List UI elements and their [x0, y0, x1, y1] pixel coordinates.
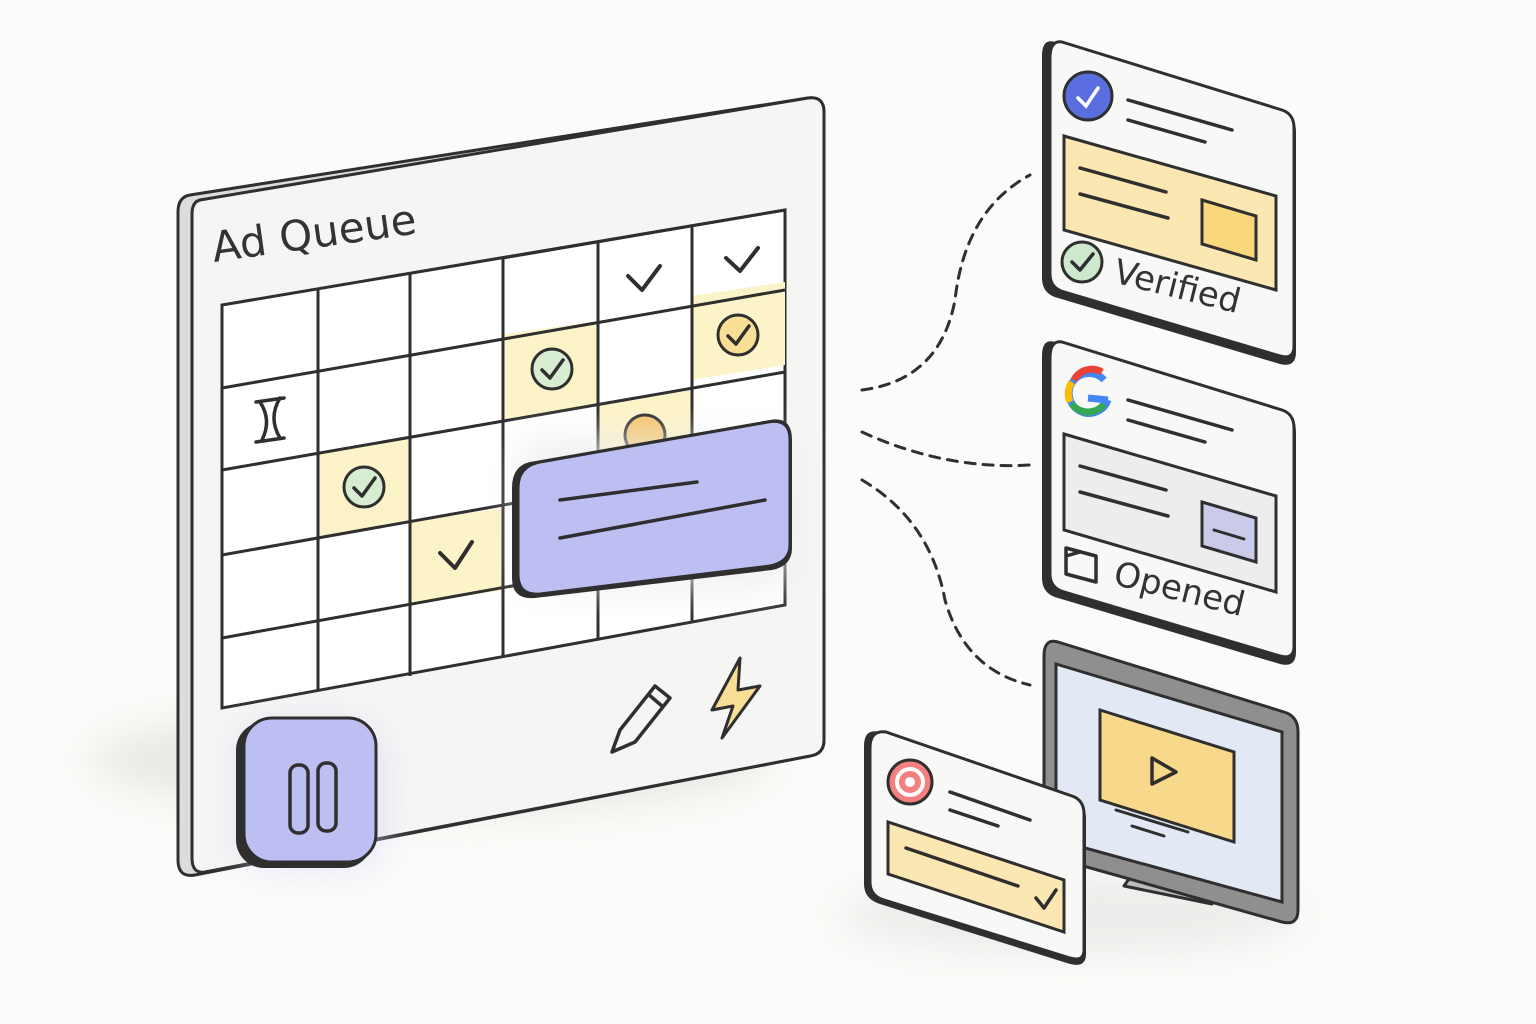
pencil-icon[interactable] — [610, 684, 672, 754]
pause-button[interactable] — [236, 716, 380, 868]
check-circle-icon — [1060, 240, 1104, 284]
connector-lines — [860, 173, 1032, 687]
checkmark-icon — [1034, 888, 1058, 910]
check-circle-icon — [530, 347, 574, 391]
ad-queue-panel: Ad Queue — [176, 96, 826, 877]
verified-card[interactable]: Verified — [1042, 40, 1296, 365]
check-icon — [626, 264, 662, 292]
social-ad-card[interactable] — [864, 730, 1086, 965]
monitor-device — [1042, 639, 1300, 925]
verified-badge-icon — [1062, 70, 1114, 122]
grid-cell-highlight — [410, 508, 503, 605]
check-circle-icon — [342, 465, 386, 509]
check-circle-icon — [716, 313, 760, 357]
check-icon — [724, 246, 760, 273]
instagram-icon — [886, 758, 934, 806]
scheduled-ad-chip[interactable] — [512, 419, 795, 599]
play-icon — [1150, 756, 1178, 786]
pause-icon — [288, 761, 338, 835]
lightning-icon[interactable] — [710, 656, 762, 740]
open-box-icon — [1064, 546, 1098, 584]
hourglass-icon — [254, 396, 286, 444]
google-logo-icon — [1064, 365, 1112, 417]
opened-card[interactable]: Opened — [1042, 340, 1296, 665]
check-icon — [438, 540, 474, 570]
